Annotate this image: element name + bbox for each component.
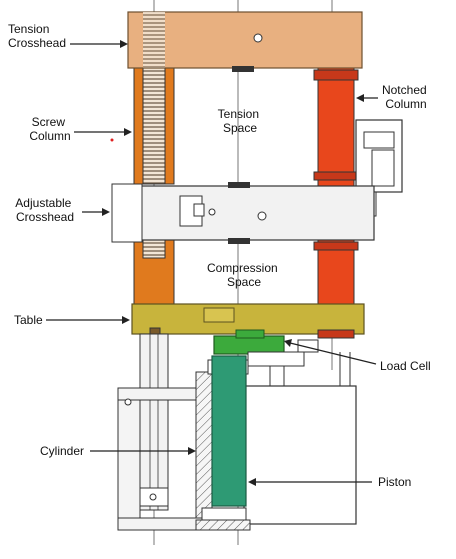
marker-dot	[110, 138, 114, 142]
arrowhead-icon	[124, 128, 132, 136]
lower-right-housing	[243, 339, 357, 525]
tension-crosshead	[127, 11, 363, 72]
load-cell	[213, 329, 285, 355]
label-tension-space: Tension Space	[218, 107, 263, 135]
arrowhead-icon	[356, 94, 364, 102]
label-cylinder: Cylinder	[40, 444, 84, 458]
arrowhead-icon	[120, 40, 128, 48]
arrow-load-cell	[285, 341, 377, 365]
cylinder	[117, 359, 251, 531]
label-notched-column: Notched Column	[382, 83, 430, 111]
label-tension-crosshead: Tension Crosshead	[8, 22, 66, 50]
label-piston: Piston	[378, 475, 411, 489]
adjustable-crosshead	[111, 182, 375, 244]
screw-column	[133, 45, 175, 309]
label-table: Table	[14, 313, 43, 327]
arrowhead-icon	[284, 339, 292, 347]
arrowhead-icon	[248, 478, 256, 486]
arrowhead-icon	[122, 316, 130, 324]
lower-screw-column	[137, 333, 169, 511]
piston	[211, 355, 247, 507]
label-screw-column: Screw Column	[29, 115, 70, 143]
arrowhead-icon	[188, 447, 196, 455]
label-adjustable-crosshead: Adjustable Crosshead	[15, 196, 74, 224]
arrowhead-icon	[102, 208, 110, 216]
label-load-cell: Load Cell	[380, 359, 431, 373]
label-compression-space: Compression Space	[207, 261, 281, 289]
